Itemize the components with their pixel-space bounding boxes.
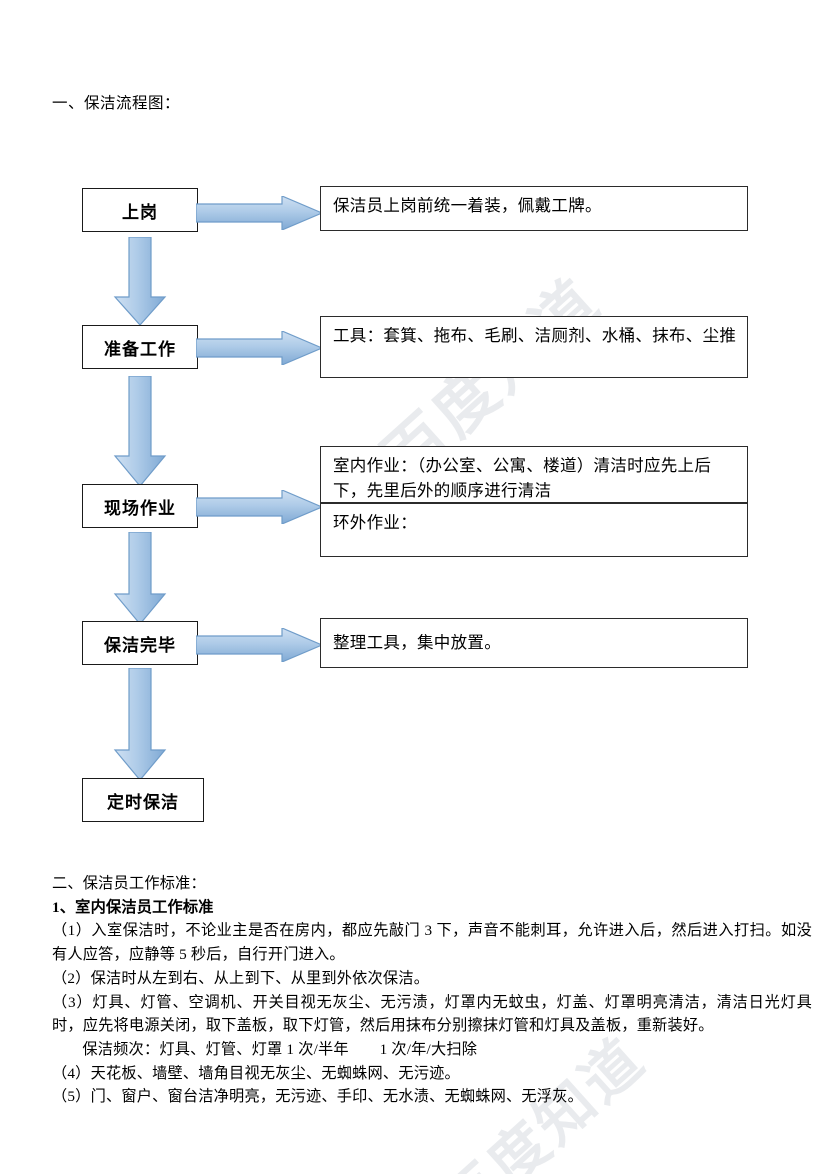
flow-node-cleaning-done[interactable]: 保洁完毕 (82, 621, 198, 665)
standard-item-2: （2）保洁时从左到右、从上到下、从里到外依次保洁。 (52, 969, 430, 987)
flow-node-timed-cleaning[interactable]: 定时保洁 (82, 778, 204, 822)
heading-section-2: 二、保洁员工作标准： (52, 875, 206, 892)
flow-detail-outdoor-work: 环外作业： (320, 503, 748, 557)
arrow-down-3 (113, 532, 167, 624)
standard-item-3: （3）灯具、灯管、空调机、开关目视无灰尘、无污渍，灯罩内无蚊虫，灯盖、灯罩明亮清… (52, 993, 812, 1035)
arrow-right-cleaning-done (196, 628, 322, 662)
flow-node-timed-cleaning-label: 定时保洁 (107, 792, 179, 812)
arrow-right-preparation (196, 331, 322, 365)
flow-node-on-duty-label: 上岗 (122, 202, 158, 222)
subheading-indoor-standards: 1、室内保洁员工作标准 (52, 898, 214, 916)
flow-detail-on-duty-text: 保洁员上岗前统一着装，佩戴工牌。 (333, 197, 602, 215)
flow-detail-cleaning-done-text: 整理工具，集中放置。 (333, 633, 501, 652)
standard-frequency-note: 保洁频次：灯具、灯管、灯罩 1 次/半年 1 次/年/大扫除 (82, 1040, 478, 1058)
flow-node-preparation[interactable]: 准备工作 (82, 325, 198, 369)
flow-detail-preparation-text: 工具：套箕、拖布、毛刷、洁厕剂、水桶、抹布、尘推 (333, 327, 737, 345)
arrow-right-onsite-work (196, 490, 322, 524)
flow-detail-outdoor-work-text: 环外作业： (333, 514, 417, 532)
flow-detail-indoor-work: 室内作业：（办公室、公寓、楼道）清洁时应先上后下，先里后外的顺序进行清洁 (320, 446, 748, 503)
flow-node-on-duty[interactable]: 上岗 (82, 188, 198, 232)
arrow-down-2 (113, 376, 167, 486)
flow-node-cleaning-done-label: 保洁完毕 (104, 635, 176, 655)
arrow-down-1 (113, 237, 167, 325)
heading-section-1: 一、保洁流程图： (52, 95, 181, 112)
flow-detail-indoor-work-text: 室内作业：（办公室、公寓、楼道）清洁时应先上后下，先里后外的顺序进行清洁 (333, 457, 712, 500)
arrow-right-on-duty (196, 196, 322, 230)
flow-detail-cleaning-done: 整理工具，集中放置。 (320, 618, 748, 668)
arrow-down-4 (113, 668, 167, 780)
flow-detail-preparation: 工具：套箕、拖布、毛刷、洁厕剂、水桶、抹布、尘推 (320, 316, 748, 378)
flow-detail-on-duty: 保洁员上岗前统一着装，佩戴工牌。 (320, 186, 748, 231)
flow-node-onsite-work-label: 现场作业 (104, 498, 176, 518)
flow-node-preparation-label: 准备工作 (104, 339, 176, 359)
standard-item-1: （1）入室保洁时，不论业主是否在房内，都应先敲门 3 下，声音不能刺耳，允许进入… (52, 922, 812, 964)
flow-node-onsite-work[interactable]: 现场作业 (82, 484, 198, 528)
cleaning-process-flowchart: 上岗 保洁员上岗前统一着装，佩戴工牌。 (82, 186, 748, 822)
standards-section: 二、保洁员工作标准： 1、室内保洁员工作标准 （1）入室保洁时，不论业主是否在房… (52, 872, 812, 1109)
standard-item-5: （5）门、窗户、窗台洁净明亮，无污迹、手印、无水渍、无蜘蛛网、无浮灰。 (52, 1088, 583, 1106)
standard-item-4: （4）天花板、墙壁、墙角目视无灰尘、无蜘蛛网、无污迹。 (52, 1064, 460, 1082)
